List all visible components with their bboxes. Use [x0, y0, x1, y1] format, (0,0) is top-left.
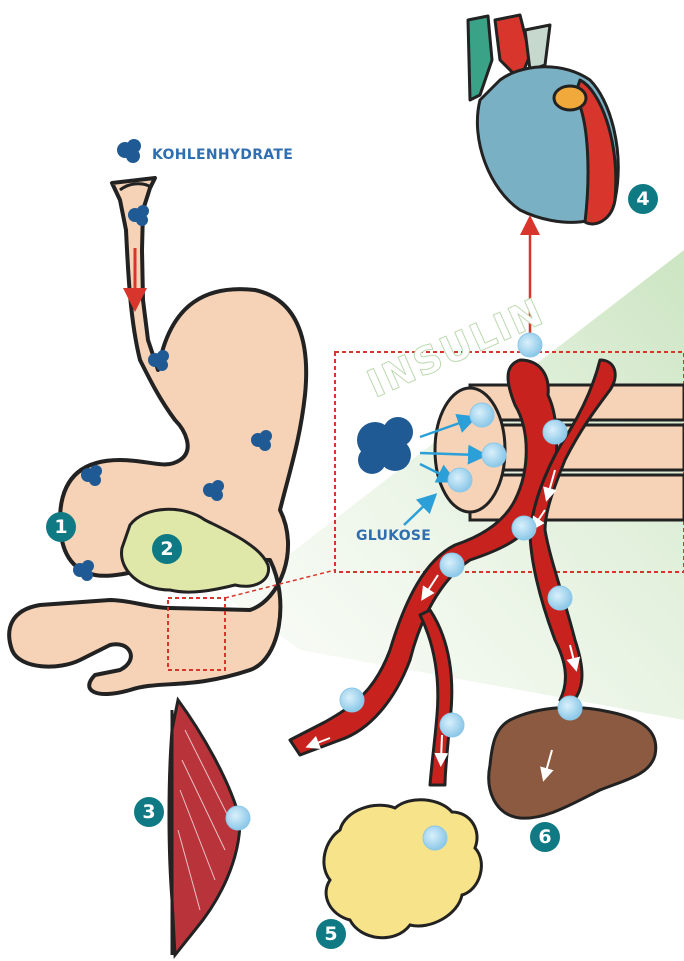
heart-icon: [468, 15, 618, 224]
fat-tissue-icon: [324, 800, 481, 938]
muscle-icon: [169, 700, 240, 955]
badge-6: 6: [530, 822, 560, 852]
badge-5: 5: [316, 919, 346, 949]
badge-3: 3: [134, 797, 164, 827]
liver-icon: [489, 707, 656, 818]
glucose-label: GLUKOSE: [356, 528, 431, 544]
badge-1: 1: [46, 512, 76, 542]
carbs-label: KOHLENHYDRATE: [152, 147, 293, 163]
badge-4: 4: [628, 184, 658, 214]
molecule-icon: [357, 417, 413, 474]
badge-2: 2: [152, 534, 182, 564]
